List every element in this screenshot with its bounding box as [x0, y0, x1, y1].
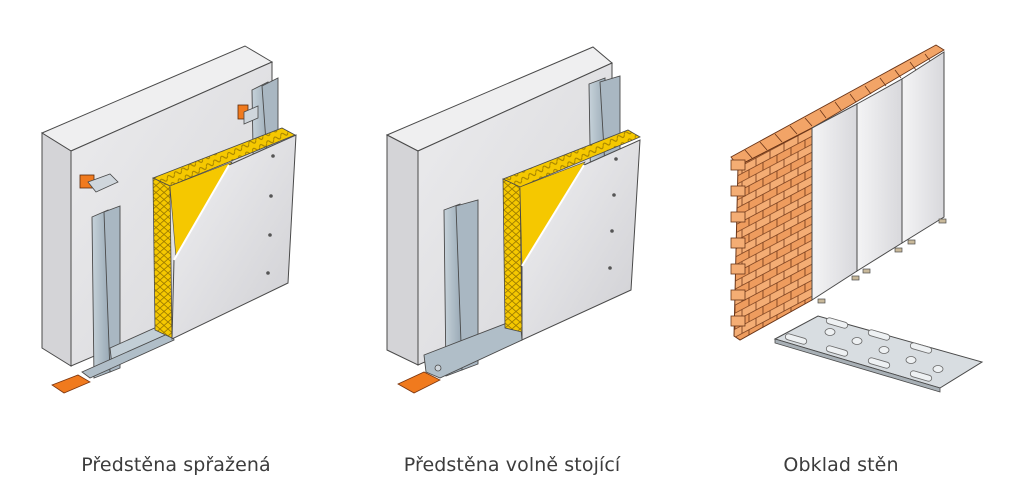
caption-wall-lining: Obklad stěn — [783, 454, 899, 476]
wall-side-face — [386, 134, 419, 366]
illustrations-canvas — [40, 44, 984, 394]
board-cut-edge — [521, 164, 585, 267]
insulation-side — [152, 177, 173, 339]
figure-coupled-furring-wall — [40, 45, 297, 394]
cw-profile-left-flange — [103, 205, 121, 373]
ud-profile-base — [81, 331, 175, 379]
bracket-plate-left — [87, 173, 119, 193]
sealing-strip — [51, 374, 91, 394]
caption-coupled-furring-wall: Předstěna spřažená — [81, 454, 271, 476]
figure-freestanding-furring-wall — [385, 46, 641, 394]
screw-dots — [608, 157, 618, 270]
brick-edge — [730, 159, 746, 327]
caption-freestanding-furring-wall: Předstěna volně stojící — [403, 454, 621, 476]
brick-wall-front — [733, 127, 813, 341]
wall-side-face — [41, 132, 72, 367]
figure-wall-lining — [730, 44, 984, 393]
lining-panel-2 — [856, 78, 903, 272]
perforated-metal-strip — [773, 315, 984, 393]
adhesive-dabs — [817, 218, 947, 304]
sealing-strip — [397, 371, 441, 394]
board-cut-edge — [173, 164, 230, 261]
brick-top-joints — [744, 53, 932, 159]
lining-panel-1 — [811, 103, 858, 301]
lining-panel-3 — [901, 51, 945, 244]
cw-profile-left-flange — [455, 199, 479, 371]
screw-dots — [266, 154, 275, 275]
ud-profile-base — [423, 317, 523, 379]
insulation-side — [502, 178, 523, 333]
anchor-screw — [434, 364, 442, 372]
bracket-plate-right — [243, 105, 259, 125]
